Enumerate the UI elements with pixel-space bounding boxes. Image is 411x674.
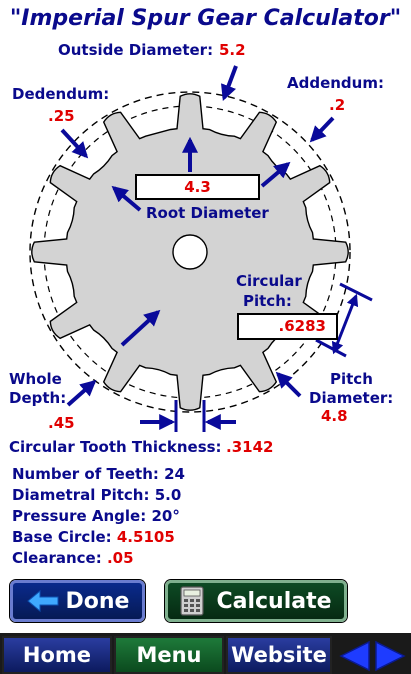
base-label: Base Circle:	[12, 528, 112, 546]
outside-circle	[29, 91, 351, 413]
arrow-whole-depth-2	[66, 379, 97, 407]
info-base-circle: Base Circle: 4.5105	[12, 528, 175, 546]
prev-arrow-icon[interactable]	[338, 640, 372, 672]
done-label: Done	[65, 588, 130, 614]
circular-tooth-thickness-label: Circular Tooth Thickness:	[9, 438, 222, 456]
arrow-root-right	[260, 161, 291, 188]
page-title: "Imperial Spur Gear Calculator"	[9, 6, 402, 31]
arrow-pitch-diameter	[275, 371, 302, 398]
info-clearance: Clearance: .05	[12, 549, 134, 567]
nav-website-button[interactable]: Website	[226, 636, 332, 674]
circular-pitch-label-1: Circular	[236, 272, 302, 290]
pa-label: Pressure Angle:	[12, 507, 147, 525]
arrow-dedendum	[60, 128, 89, 159]
root-diameter-value: 4.3	[184, 178, 211, 196]
arrow-addendum	[309, 116, 335, 143]
outside-diameter-value: 5.2	[219, 41, 246, 59]
arrow-root-left	[111, 185, 142, 212]
calculator-icon	[180, 586, 205, 616]
addendum-value: .2	[329, 96, 346, 114]
back-arrow-icon	[26, 589, 59, 613]
nav-menu-button[interactable]: Menu	[114, 636, 224, 674]
circular-tooth-thickness-value: .3142	[226, 438, 274, 456]
clear-value: .05	[106, 549, 134, 567]
dim-tick-cp-1	[339, 282, 373, 302]
calculate-button[interactable]: Calculate	[165, 580, 347, 622]
root-diameter-field[interactable]: 4.3	[135, 174, 260, 200]
nav-home-label: Home	[22, 643, 92, 667]
whole-depth-value: .45	[48, 414, 75, 432]
whole-depth-label-1: Whole	[9, 370, 62, 388]
clear-label: Clearance:	[12, 549, 102, 567]
pitch-diameter-value: 4.8	[321, 407, 348, 425]
teeth-value: 24	[164, 465, 185, 483]
done-button[interactable]: Done	[10, 580, 145, 622]
dp-label: Diametral Pitch:	[12, 486, 150, 504]
info-diametral-pitch: Diametral Pitch: 5.0	[12, 486, 181, 504]
nav-website-label: Website	[231, 643, 327, 667]
dim-tick-cp-2	[315, 338, 347, 358]
nav-menu-label: Menu	[136, 643, 202, 667]
pitch-diameter-label-1: Pitch	[330, 370, 373, 388]
arrow-whole-depth	[120, 309, 161, 347]
info-pressure-angle: Pressure Angle: 20°	[12, 507, 180, 525]
teeth-label: Number of Teeth:	[12, 465, 159, 483]
arrow-outside-diameter	[221, 65, 238, 101]
circular-pitch-value: .6283	[278, 317, 326, 335]
dp-value: 5.0	[154, 486, 182, 504]
outside-diameter-label: Outside Diameter:	[58, 41, 214, 59]
pitch-diameter-label-2: Diameter:	[309, 389, 394, 407]
gear-hub-hole	[172, 234, 208, 270]
circular-pitch-label-2: Pitch:	[243, 292, 292, 310]
pa-value: 20°	[151, 507, 180, 525]
info-teeth: Number of Teeth: 24	[12, 465, 185, 483]
calculate-label: Calculate	[216, 588, 332, 614]
root-diameter-label: Root Diameter	[146, 204, 269, 222]
dim-line-circular-pitch	[331, 293, 359, 355]
dedendum-value: .25	[48, 107, 75, 125]
base-value: 4.5105	[116, 528, 175, 546]
next-arrow-icon[interactable]	[373, 640, 407, 672]
circular-pitch-field[interactable]: .6283	[237, 313, 338, 340]
whole-depth-label-2: Depth:	[9, 389, 67, 407]
nav-home-button[interactable]: Home	[2, 636, 112, 674]
dedendum-label: Dedendum:	[12, 85, 110, 103]
addendum-label: Addendum:	[287, 74, 384, 92]
